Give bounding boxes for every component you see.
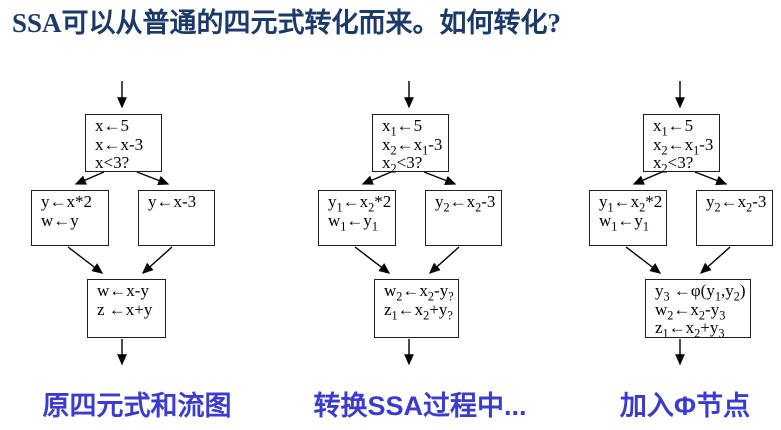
branch-right-arrow: [423, 171, 457, 186]
code-line: w2←x2-y?: [384, 281, 454, 304]
code-line: w1←y1: [599, 210, 650, 233]
branch-left-arrow: [74, 171, 105, 185]
flow-box-false-branch: y←x-3: [138, 190, 215, 246]
code-line: x1←5: [382, 116, 423, 139]
code-line: x2<3?: [382, 153, 423, 176]
code-line: z ←x+y: [97, 299, 153, 319]
diagram-caption-phi-nodes: 加入Φ节点: [619, 391, 751, 421]
code-line: y1←x2*2: [328, 192, 392, 215]
diagram-caption-original: 原四元式和流图: [42, 391, 232, 421]
flow-box-merge: w2←x2-y?z1←x2+y?: [374, 279, 459, 338]
merge-right-arrow: [428, 246, 460, 274]
merge-right-arrow: [699, 246, 731, 274]
branch-left-arrow: [361, 171, 392, 185]
code-line: z1←x2+y3: [655, 318, 725, 341]
code-line: w←x-y: [97, 281, 149, 300]
code-line: x←x-3: [95, 134, 144, 154]
code-line: x←5: [95, 116, 129, 135]
code-line: w1←y1: [328, 210, 379, 233]
branch-right-arrow: [136, 171, 170, 186]
flow-arrows: [67, 81, 173, 366]
merge-left-arrow: [625, 246, 662, 274]
code-line: w←y: [41, 210, 79, 230]
merge-left-arrow: [354, 246, 391, 274]
branch-right-arrow: [694, 171, 728, 186]
merge-left-arrow: [67, 246, 104, 274]
code-line: y←x*2: [41, 192, 92, 211]
code-line: y1←x2*2: [599, 192, 663, 215]
code-line: x2←x1-3: [653, 134, 714, 157]
code-line: y←x-3: [148, 192, 197, 211]
code-line: y3 ←φ(y1,y2): [655, 281, 746, 304]
flow-arrows: [354, 81, 460, 366]
code-line: x<3?: [95, 153, 130, 172]
diagram-caption-converting: 转换SSA过程中...: [313, 391, 527, 421]
flow-box-false-branch: y2←x2-3: [425, 190, 502, 246]
flow-arrows: [625, 81, 731, 366]
slide-title: SSA可以从普通的四元式转化而来。如何转化?: [12, 8, 562, 38]
code-line: x1←5: [653, 116, 694, 139]
code-line: x2<3?: [653, 153, 694, 176]
code-line: x2←x1-3: [382, 134, 443, 157]
flow-box-false-branch: y2←x2-3: [696, 190, 773, 246]
code-line: y2←x2-3: [706, 192, 767, 215]
code-line: w2←x2-y3: [655, 299, 726, 322]
branch-left-arrow: [632, 171, 663, 185]
code-line: z1←x2+y?: [384, 299, 453, 322]
code-line: y2←x2-3: [435, 192, 496, 215]
merge-right-arrow: [141, 246, 173, 274]
